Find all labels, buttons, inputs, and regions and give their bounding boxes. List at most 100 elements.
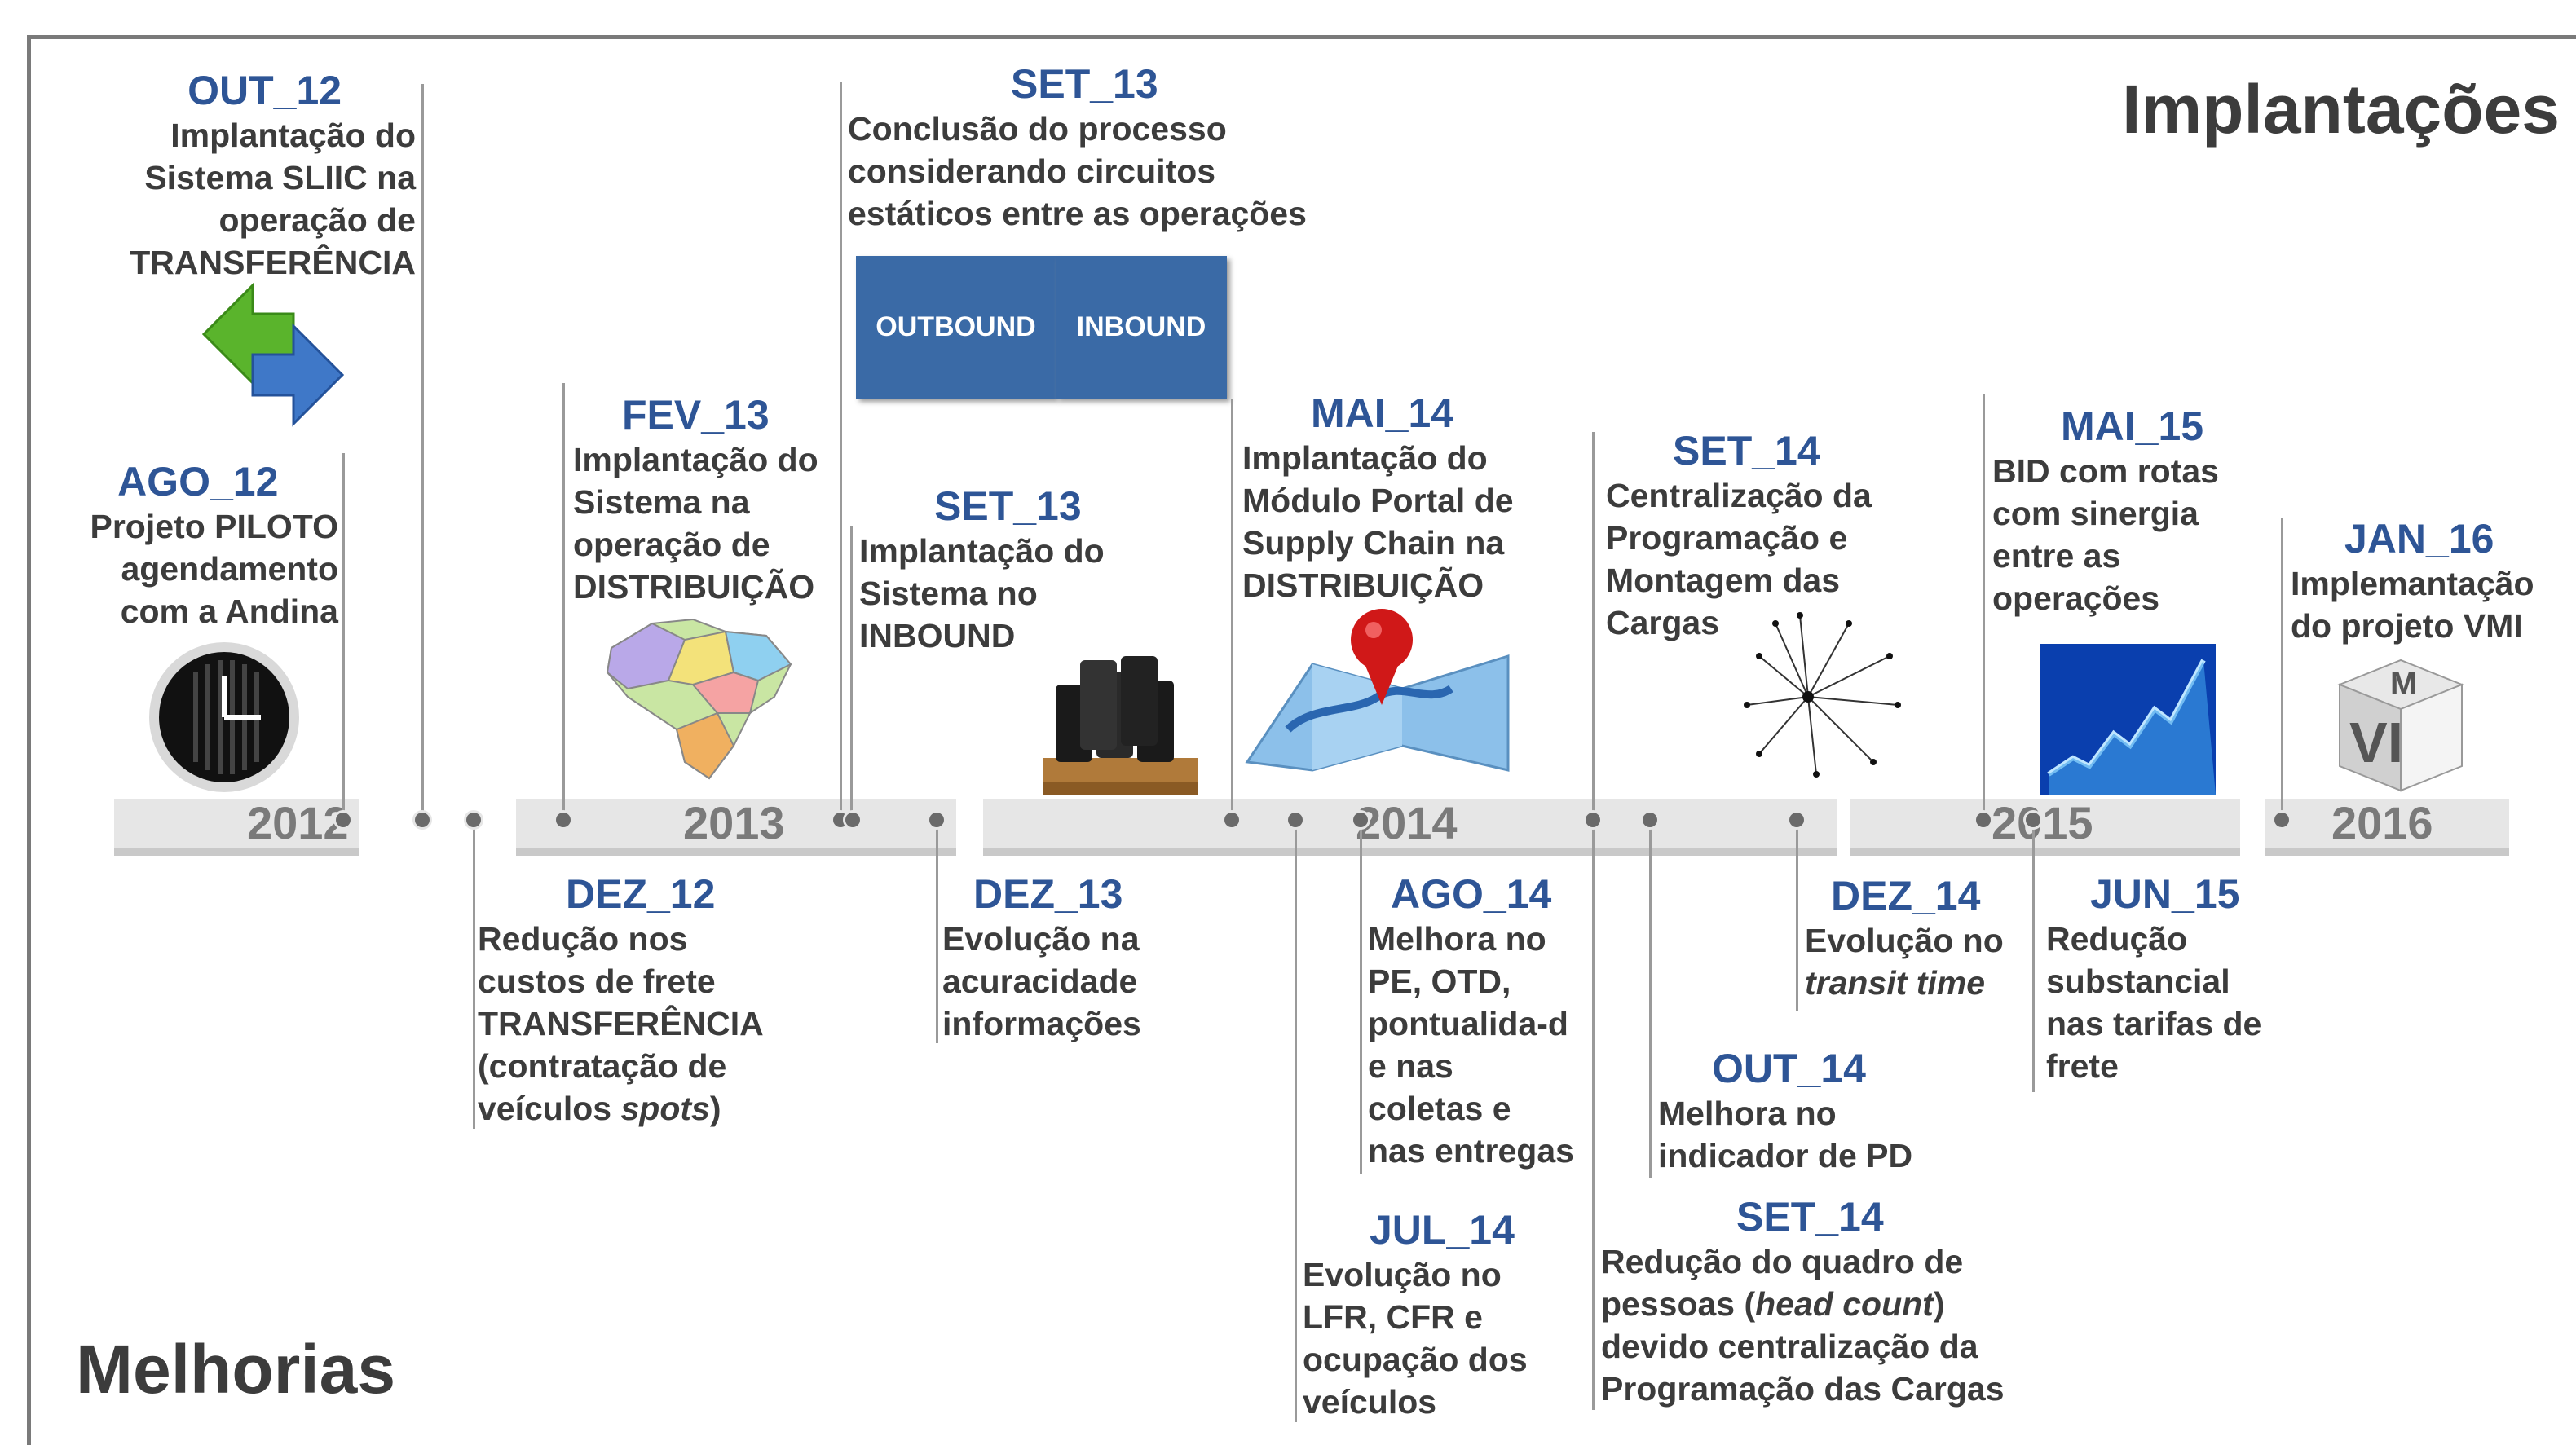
event-date: DEZ_13: [973, 871, 1123, 917]
event-date: JAN_16: [2344, 516, 2494, 562]
event-mai-15: MAI_15 BID com rotas com sinergia entre …: [1992, 403, 2219, 619]
event-date: DEZ_12: [566, 871, 716, 917]
event-jul-14: JUL_14 Evolução no LFR, CFR e ocupação d…: [1303, 1206, 1528, 1423]
event-description: Centralização da Programação e Montagem …: [1606, 477, 1872, 641]
event-description: Redução do quadro de pessoas (head count…: [1601, 1240, 2005, 1410]
year-bar-2014: [983, 799, 1837, 848]
event-description: Implantação do Sistema na operação de DI…: [573, 441, 818, 606]
growth-chart-icon: [2040, 644, 2216, 795]
event-desc-tail: ) devido centralização da Programação da…: [1601, 1285, 2005, 1408]
event-date: SET_14: [1673, 428, 1820, 474]
event-date: SET_13: [934, 483, 1082, 529]
connector-line: [473, 819, 475, 1129]
network-icon: [1743, 607, 1906, 782]
connector-line: [2032, 819, 2035, 1092]
event-ago-14: AGO_14 Melhora no PE, OTD, pontualida-d …: [1368, 870, 1574, 1172]
event-date: OUT_14: [1712, 1046, 1866, 1091]
event-dez-13: DEZ_13 Evolução na acuracidade informaçõ…: [942, 870, 1141, 1045]
event-date: AGO_12: [117, 459, 279, 504]
timeline-dot: [412, 810, 432, 830]
brazil-map-icon: [606, 618, 792, 780]
year-bar-2012: [114, 799, 359, 848]
event-description: Implemantação do projeto VMI: [2291, 565, 2534, 645]
title-melhorias: Melhorias: [76, 1331, 396, 1408]
event-description: Implantação do Módulo Portal de Supply C…: [1242, 439, 1514, 604]
connector-line: [840, 82, 842, 819]
map-pin-icon: [1245, 609, 1510, 772]
timeline-dot: [1222, 810, 1242, 830]
event-description: Evolução na acuracidade informações: [942, 920, 1141, 1042]
event-description: Implantação do Sistema no INBOUND: [859, 532, 1105, 654]
year-label-2014: 2014: [1356, 797, 1458, 848]
title-implantacoes: Implantações: [2122, 71, 2560, 148]
event-date: DEZ_14: [1831, 873, 1981, 919]
event-date: AGO_14: [1391, 871, 1552, 917]
event-description: Redução nos custos de frete TRANSFERÊNCI…: [478, 918, 764, 1130]
year-label-2013: 2013: [683, 797, 785, 848]
event-description: BID com rotas com sinergia entre as oper…: [1992, 452, 2219, 617]
timeline-dot: [843, 810, 862, 830]
puzzle-inbound-label: INBOUND: [1076, 311, 1206, 342]
timeline-dot: [927, 810, 946, 830]
event-date: JUL_14: [1370, 1207, 1515, 1253]
event-jun-15: JUN_15 Redução substancial nas tarifas d…: [2046, 870, 2261, 1087]
year-bar-2013: [516, 799, 956, 848]
connector-line: [1360, 819, 1362, 1174]
connector-line: [1592, 432, 1595, 819]
event-description: Evolução no transit time: [1805, 919, 2004, 1004]
event-dez-12: DEZ_12 Redução nos custos de frete TRANS…: [478, 870, 764, 1130]
event-desc-text: Redução nos custos de frete TRANSFERÊNCI…: [478, 920, 764, 1127]
year-bar-2016: [2265, 799, 2509, 848]
event-desc-italic: spots: [620, 1090, 710, 1127]
event-out-14: OUT_14 Melhora no indicador de PD: [1658, 1045, 1912, 1177]
event-date: OUT_12: [187, 68, 342, 113]
event-description: Melhora no PE, OTD, pontualida-d e nas c…: [1368, 920, 1574, 1170]
connector-line: [2281, 518, 2283, 819]
puzzle-outbound-icon: OUTBOUND: [856, 256, 1056, 399]
connector-line: [1796, 819, 1798, 1011]
event-date: SET_13: [1011, 61, 1158, 107]
timeline-dot: [333, 810, 353, 830]
event-set-14-centralizacao: SET_14 Centralização da Programação e Mo…: [1606, 427, 1872, 644]
event-description: Redução substancial nas tarifas de frete: [2046, 920, 2262, 1085]
year-label-2012: 2012: [247, 797, 349, 848]
event-fev-13: FEV_13 Implantação do Sistema na operaçã…: [573, 391, 818, 608]
timeline-dot: [464, 810, 483, 830]
event-ago-12: AGO_12 Projeto PILOTO agendamento com a …: [90, 458, 339, 632]
event-description: Conclusão do processo considerando circu…: [848, 110, 1307, 232]
timeline-dot: [1640, 810, 1660, 830]
event-description: Implantação do Sistema SLIIC na operação…: [130, 117, 416, 281]
transfer-arrows-icon: [201, 282, 345, 427]
event-set-14-reducao: SET_14 Redução do quadro de pessoas (hea…: [1601, 1193, 2005, 1410]
vmi-cube-top-letter: M: [2390, 666, 2417, 702]
year-bar-2015: [1850, 799, 2240, 848]
event-desc-tail: ): [709, 1090, 721, 1127]
event-desc-italic: head count: [1755, 1285, 1934, 1323]
puzzle-outbound-label: OUTBOUND: [876, 311, 1036, 342]
timeline-dot: [2023, 810, 2043, 830]
timeline-dot: [1787, 810, 1806, 830]
connector-line: [1295, 819, 1297, 1422]
connector-line: [936, 819, 938, 1043]
event-description: Projeto PILOTO agendamento com a Andina: [90, 508, 339, 630]
event-description: Evolução no LFR, CFR e ocupação dos veíc…: [1303, 1256, 1528, 1421]
event-desc-text: Evolução no: [1805, 922, 2004, 959]
clock-icon: [149, 642, 299, 792]
timeline-dot: [554, 810, 573, 830]
timeline-dot: [1974, 810, 1993, 830]
connector-line: [421, 84, 424, 819]
vmi-cube-front-letters: VI: [2349, 711, 2403, 774]
connector-line: [1649, 819, 1652, 1178]
event-jan-16: JAN_16 Implemantação do projeto VMI: [2291, 515, 2534, 647]
event-date: MAI_14: [1311, 390, 1454, 436]
timeline-dot: [1351, 810, 1370, 830]
event-out-12: OUT_12 Implantação do Sistema SLIIC na o…: [130, 67, 416, 284]
event-description: Melhora no indicador de PD: [1658, 1095, 1913, 1174]
timeline-dot: [1583, 810, 1603, 830]
event-date: MAI_15: [2061, 403, 2204, 449]
connector-line: [562, 383, 565, 819]
event-mai-14: MAI_14 Implantação do Módulo Portal de S…: [1242, 390, 1514, 606]
event-date: JUN_15: [2090, 871, 2240, 917]
event-desc-italic: transit time: [1805, 964, 1985, 1002]
oil-barrels-icon: [1043, 656, 1198, 795]
